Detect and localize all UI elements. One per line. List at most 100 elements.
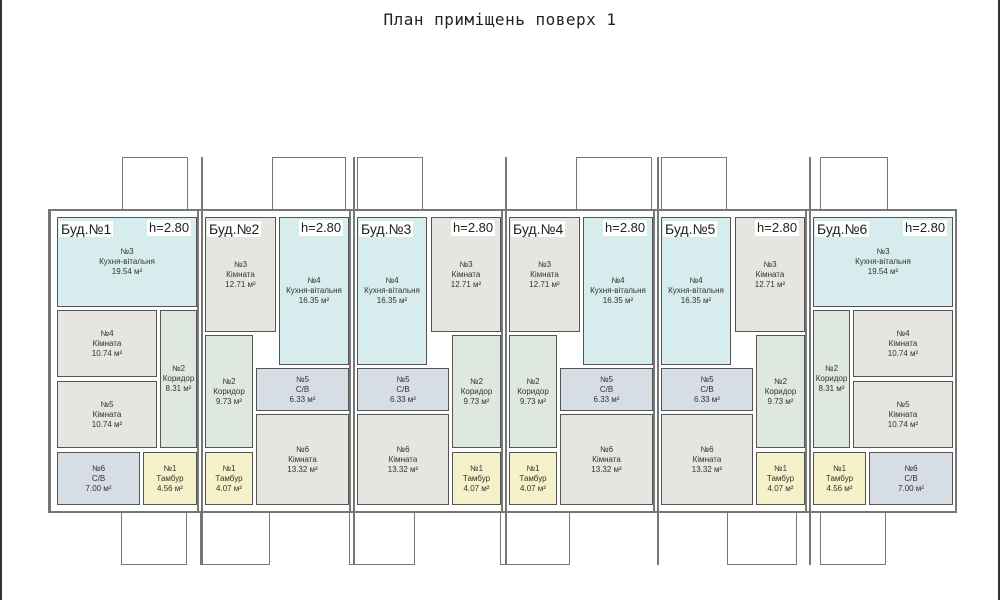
top-porch [122,157,188,212]
room-name: Кухня-вітальня [855,257,911,266]
building-label: Буд.№3 [359,221,414,237]
room-num: №3 [233,259,248,269]
room-num: №3 [120,247,134,256]
room-area: 10.74 м² [91,348,123,358]
room-area: 13.32 м² [691,464,723,474]
room-name: Тамбур [215,473,243,483]
bottom-porch [121,509,187,565]
room-name: Кухня-вітальня [364,286,420,295]
room-num: №4 [689,276,703,285]
room-name: Кімната [755,269,785,279]
room-name: Тамбур [825,473,854,483]
room-name: Кімната [692,454,722,464]
ceiling-height-label: h=2.80 [903,220,948,236]
ceiling-height-label: h=2.80 [451,220,496,236]
room-area: 9.73 м² [463,396,490,406]
room-name: Кухня-вітальня [99,257,155,266]
room-num: №4 [100,328,114,338]
room-name: Коридор [764,386,797,396]
room-num: №6 [396,444,410,454]
room-name: Кімната [888,338,918,348]
bottom-porch [820,509,886,565]
room-area: 19.54 м² [111,267,143,276]
room-name: Кухня-вітальня [590,286,646,295]
bottom-porch [349,509,415,565]
room-num: №5 [396,374,410,384]
page-border-right [998,0,1000,600]
room-num: №4 [307,276,321,285]
bottom-porch [200,509,270,565]
room-area: 13.32 м² [591,464,622,474]
room-area: 13.32 м² [387,464,419,474]
room-num: №6 [599,444,614,454]
room-num: №1 [832,463,847,473]
room-num: №1 [469,463,484,473]
room-num: №1 [222,463,236,473]
building-separator [353,157,355,565]
room-name: С/В [91,473,106,483]
room-area: 16.35 м² [680,296,712,305]
room-num: №2 [773,376,788,386]
building-separator [201,157,203,565]
room-num: №1 [773,463,788,473]
room-num: №6 [295,444,310,454]
plan-title: План приміщень поверх 1 [383,10,617,29]
room-area: 19.54 м² [867,267,899,276]
building-label: Буд.№2 [207,221,262,237]
ceiling-height-label: h=2.80 [147,220,192,236]
room-name: Кімната [451,269,481,279]
room-name: С/В [396,384,410,394]
room-name: Кімната [92,338,122,348]
room-area: 9.73 м² [520,396,546,406]
room-area: 7.00 м² [85,483,112,493]
room-num: №3 [763,259,777,269]
room-area: 6.33 м² [390,394,416,404]
room-area: 13.32 м² [287,464,318,474]
room-area: 12.71 м² [450,279,482,289]
room-num: №4 [611,276,625,285]
top-porch [357,157,423,212]
room-num: №5 [599,374,614,384]
room-area: 16.35 м² [602,296,634,305]
room-area: 4.56 м² [157,483,183,493]
ceiling-height-label: h=2.80 [299,220,344,236]
room-area: 4.07 м² [463,483,490,493]
room-num: №2 [526,376,540,386]
top-porch [820,157,888,212]
bottom-porch [727,509,797,565]
room-num: №5 [896,399,910,409]
room-num: №1 [163,463,177,473]
room-area: 4.07 м² [767,483,794,493]
room-area: 16.35 м² [376,296,408,305]
building-separator [657,157,659,565]
room-area: 16.35 м² [298,296,330,305]
room-num: №3 [459,259,473,269]
room-num: №6 [904,463,918,473]
room-area: 6.33 м² [289,394,316,404]
room-area: 12.71 м² [529,279,560,289]
building-label: Буд.№5 [663,221,718,237]
room-area: 4.07 м² [520,483,546,493]
room-area: 8.31 м² [165,384,192,393]
